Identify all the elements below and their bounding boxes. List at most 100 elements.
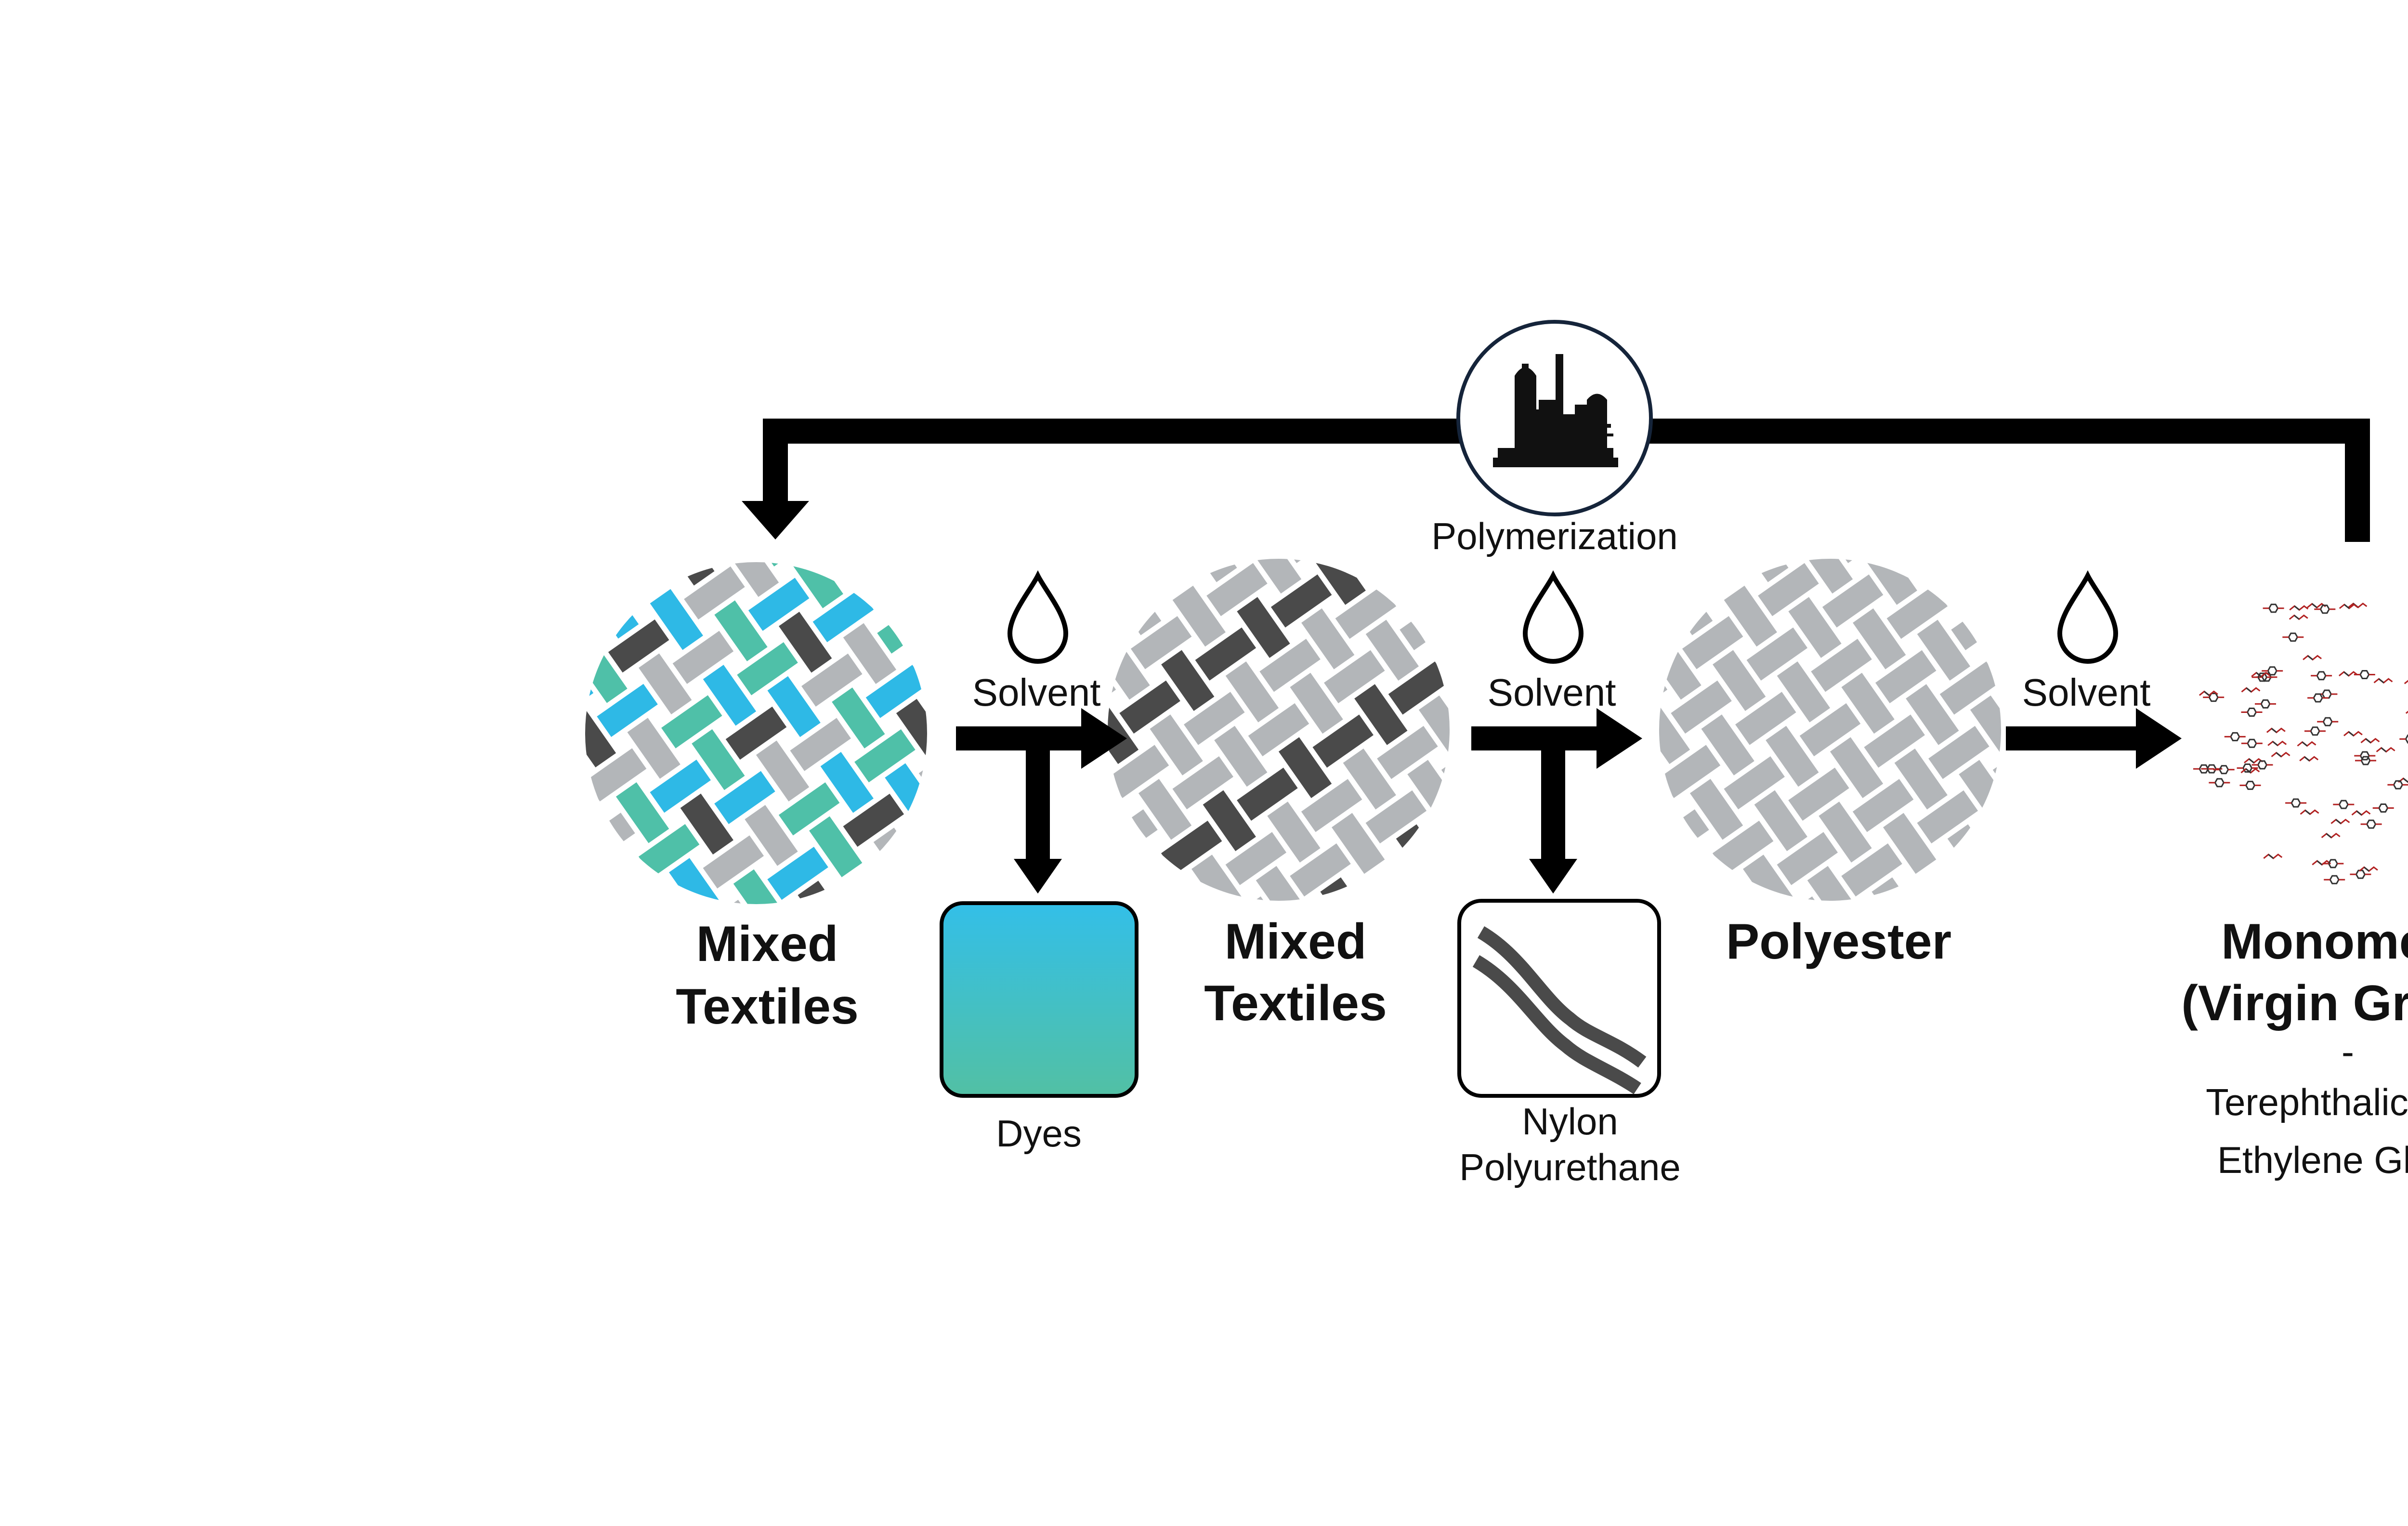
weave-strip [585, 608, 605, 661]
weave-strip [767, 846, 828, 900]
weave-strip [1472, 771, 1525, 832]
weave-strip [585, 813, 635, 866]
factory-icon [1493, 354, 1618, 467]
weave-strip [1701, 714, 1754, 776]
weave-strip [1203, 790, 1256, 852]
weave-strip [1301, 608, 1355, 670]
molecule [2297, 741, 2316, 747]
weave-strip [1898, 559, 1959, 575]
weave-strip [1139, 949, 1199, 1002]
weave-strip [521, 737, 582, 790]
weave-strip [1108, 559, 1139, 594]
weave-strip [597, 562, 650, 575]
weave-strip [1354, 684, 1408, 745]
weave-strip [551, 942, 612, 995]
dyes-swatch [940, 901, 1139, 1098]
molecule [2241, 708, 2263, 717]
weave-strip [445, 619, 498, 680]
weave-strip [1172, 756, 1233, 810]
molecule [2405, 708, 2408, 714]
weave-strip [1788, 767, 1849, 821]
weave-strip [695, 502, 756, 555]
weave-strip [1278, 737, 1332, 798]
weave-strip [1777, 661, 1831, 723]
weave-strip [393, 714, 453, 767]
weave-strip [714, 771, 775, 824]
weave-strip [1833, 559, 1895, 564]
weave-strip [1172, 585, 1226, 647]
weave-strip [1709, 1048, 1762, 1108]
weave-strip [1799, 703, 1861, 757]
molecule [2255, 699, 2276, 709]
molecule [2324, 875, 2345, 884]
nylon-label: Nylon [1522, 1100, 1618, 1143]
weave-strip [2057, 749, 2118, 802]
weave-strip [1377, 726, 1438, 779]
weave-strip [1290, 843, 1351, 897]
weave-strip [627, 888, 688, 904]
molecule [2263, 853, 2283, 859]
factory-badge [1456, 320, 1653, 516]
molecule [2355, 756, 2376, 765]
weave-strip [2004, 502, 2057, 563]
molecule [2321, 832, 2341, 839]
weave-strip [1108, 745, 1169, 798]
weave-strip [703, 835, 764, 889]
molecule [2251, 672, 2273, 682]
weave-strip [945, 745, 998, 805]
weave-strip [1441, 566, 1450, 628]
molecule [2282, 632, 2304, 642]
polyurethane-label: Polyurethane [1459, 1146, 1681, 1188]
weave-strip [862, 892, 916, 904]
weave-strip [1324, 480, 1377, 540]
weave-strip [1822, 574, 1884, 628]
molecule [2224, 732, 2246, 741]
molecule [2317, 717, 2339, 726]
molecule [2360, 737, 2380, 744]
weave-strip [1875, 650, 1937, 704]
weave-strip [1138, 778, 1192, 840]
molecule [2398, 777, 2408, 783]
weave-strip [968, 787, 1029, 840]
weave-strip [1947, 824, 2001, 885]
weave-strip [1047, 763, 1108, 816]
weave-strip [1260, 468, 1313, 529]
weave-strip [2088, 783, 2141, 843]
weave-strip [1712, 820, 1774, 874]
weave-strip [1259, 639, 1321, 692]
weave-strip [673, 460, 726, 521]
weave-strip [767, 676, 821, 737]
weave-strip [1758, 563, 1819, 617]
weave-strip [1841, 672, 1895, 734]
molecule [2387, 780, 2408, 789]
weave-strip [1561, 756, 1614, 817]
weave-strip [1743, 1025, 1804, 1078]
weave-strip [597, 684, 658, 737]
weave-strip [1659, 703, 1690, 764]
weave-strip [585, 835, 593, 896]
molecule [2241, 687, 2261, 693]
weave-strip [1678, 1014, 1739, 1067]
weave-strip [1841, 843, 1902, 897]
weave-strip [1910, 457, 1970, 510]
molecule [2262, 666, 2283, 676]
weave-strip [888, 562, 927, 590]
weave-strip [812, 589, 874, 643]
weave-strip [1659, 809, 1709, 863]
weave-strip [1713, 650, 1766, 711]
molecule [2376, 747, 2395, 753]
weave-strip [1418, 695, 1450, 757]
molecule [2354, 670, 2375, 679]
polymerization-label: Polymerization [1431, 515, 1678, 557]
weave-strip [1595, 563, 1648, 624]
mixed-textiles-label-2-line1: Mixed [1225, 914, 1367, 970]
weave-strip [1894, 748, 1948, 810]
weave-strip [1659, 745, 1721, 798]
weave-strip [487, 760, 540, 820]
weave-strip [1256, 866, 1309, 901]
weave-strip [1746, 627, 1808, 681]
molecule [2343, 731, 2363, 737]
weave-strip [1656, 972, 1709, 1033]
weave-strip [1396, 824, 1450, 885]
mixed-textiles-label-2-line2: Textiles [1204, 975, 1387, 1031]
